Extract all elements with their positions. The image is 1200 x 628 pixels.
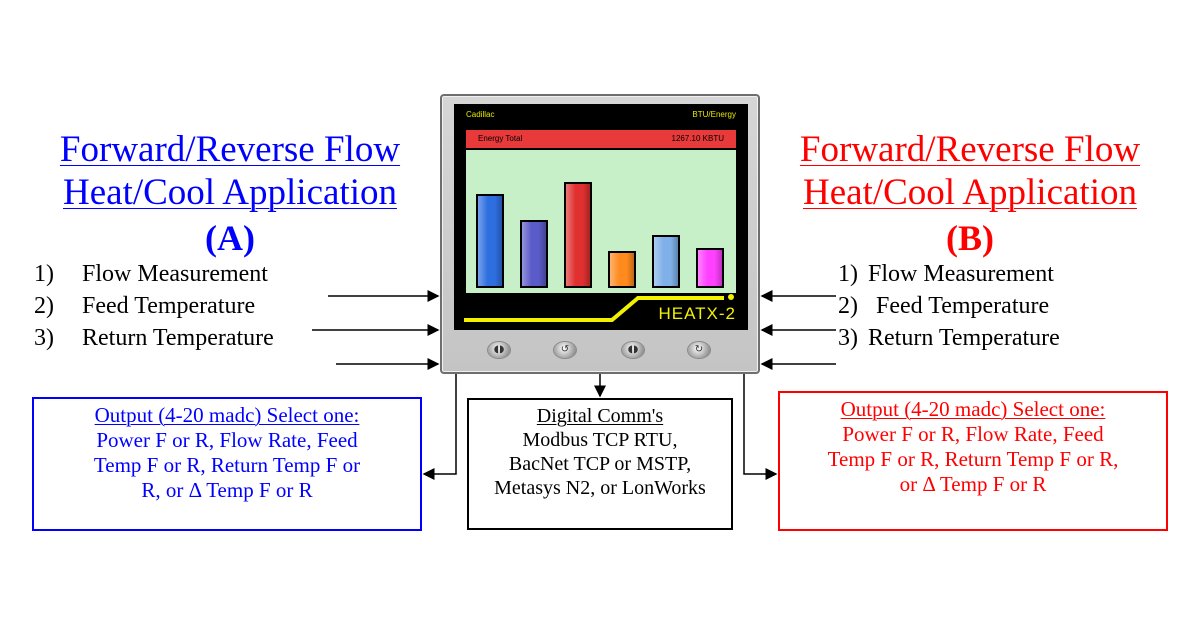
left-output-box: Output (4-20 madc) Select one: Power F o… xyxy=(32,397,422,531)
right-output-box: Output (4-20 madc) Select one: Power F o… xyxy=(778,391,1168,531)
list-item: 1)Flow Measurement xyxy=(838,261,1054,287)
comms-line1: Modbus TCP RTU, xyxy=(522,429,678,451)
comms-header: Digital Comm's xyxy=(536,405,664,427)
right-output-line2: Temp F or R, Return Temp F or R, xyxy=(827,447,1119,471)
list-item: 2)Feed Temperature xyxy=(838,293,1050,319)
left-output-line1: Power F or R, Flow Rate, Feed xyxy=(96,428,358,452)
digital-comms-box: Digital Comm's Modbus TCP RTU, BacNet TC… xyxy=(467,398,733,530)
knob-icon[interactable]: ◖◗ xyxy=(488,342,510,358)
knob-icon[interactable]: ◖◗ xyxy=(622,342,644,358)
right-application-label: (B) xyxy=(946,218,994,258)
list-item: 3)Return Temperature xyxy=(838,325,1060,351)
list-item: 3)Return Temperature xyxy=(34,325,274,351)
list-item: 2)Feed Temperature xyxy=(34,293,256,319)
left-title-line2: Heat/Cool Application xyxy=(63,172,397,213)
device-bar xyxy=(696,248,724,288)
left-application-label: (A) xyxy=(205,218,255,258)
right-title-line2: Heat/Cool Application xyxy=(803,172,1137,213)
left-output-header: Output (4-20 madc) Select one: xyxy=(94,403,360,427)
knob-icon[interactable]: ↺ xyxy=(554,342,576,358)
device-brand: Cadillac xyxy=(466,110,495,119)
device-mode: BTU/Energy xyxy=(692,110,736,119)
left-output-line2: Temp F or R, Return Temp F or xyxy=(93,453,361,477)
energy-value: 1267.10 KBTU xyxy=(671,134,724,143)
device-bar xyxy=(520,220,548,288)
right-output-arrow xyxy=(743,374,778,480)
left-output-arrow xyxy=(422,374,457,480)
right-measurement-list: 1)Flow Measurement 2)Feed Temperature 3)… xyxy=(838,258,1060,354)
device-bar xyxy=(476,194,504,288)
device-bar xyxy=(652,235,680,288)
right-output-line3: or Δ Temp F or R xyxy=(899,472,1047,496)
energy-label: Energy Total xyxy=(478,134,523,143)
left-output-line3: R, or Δ Temp F or R xyxy=(141,478,313,502)
list-item: 1)Flow Measurement xyxy=(34,261,268,287)
right-output-line1: Power F or R, Flow Rate, Feed xyxy=(842,422,1104,446)
left-title-line1: Forward/Reverse Flow xyxy=(59,129,401,170)
device-model-label: HEATX-2 xyxy=(658,304,736,323)
status-trace xyxy=(464,294,734,322)
device-screen: Cadillac BTU/Energy Energy Total 1267.10… xyxy=(454,104,748,330)
device-bar xyxy=(564,182,592,288)
right-title-line1: Forward/Reverse Flow xyxy=(799,129,1141,170)
heatx-meter-device: Cadillac BTU/Energy Energy Total 1267.10… xyxy=(440,94,760,374)
comms-line2: BacNet TCP or MSTP, xyxy=(508,453,692,475)
right-output-header: Output (4-20 madc) Select one: xyxy=(840,397,1106,421)
left-measurement-list: 1)Flow Measurement 2)Feed Temperature 3)… xyxy=(34,258,274,354)
knob-icon[interactable]: ↻ xyxy=(688,342,710,358)
comms-line3: Metasys N2, or LonWorks xyxy=(494,477,706,499)
device-bar xyxy=(608,251,636,288)
bar-graph-area xyxy=(466,150,736,293)
energy-total-bar: Energy Total 1267.10 KBTU xyxy=(466,130,736,148)
